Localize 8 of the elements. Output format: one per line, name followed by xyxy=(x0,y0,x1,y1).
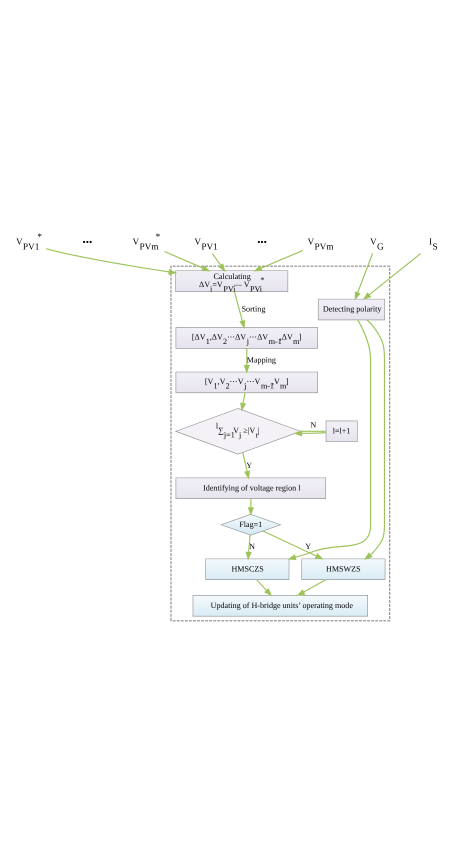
edge-label: Mapping xyxy=(246,354,276,364)
edge-label: Sorting xyxy=(241,304,265,314)
edge-label: Y xyxy=(246,460,252,470)
label: ••• xyxy=(256,238,266,248)
edge-label: N xyxy=(248,542,254,551)
edge-label: N xyxy=(310,420,316,429)
label: ••• xyxy=(82,238,92,248)
edge-label: Y xyxy=(304,542,311,551)
